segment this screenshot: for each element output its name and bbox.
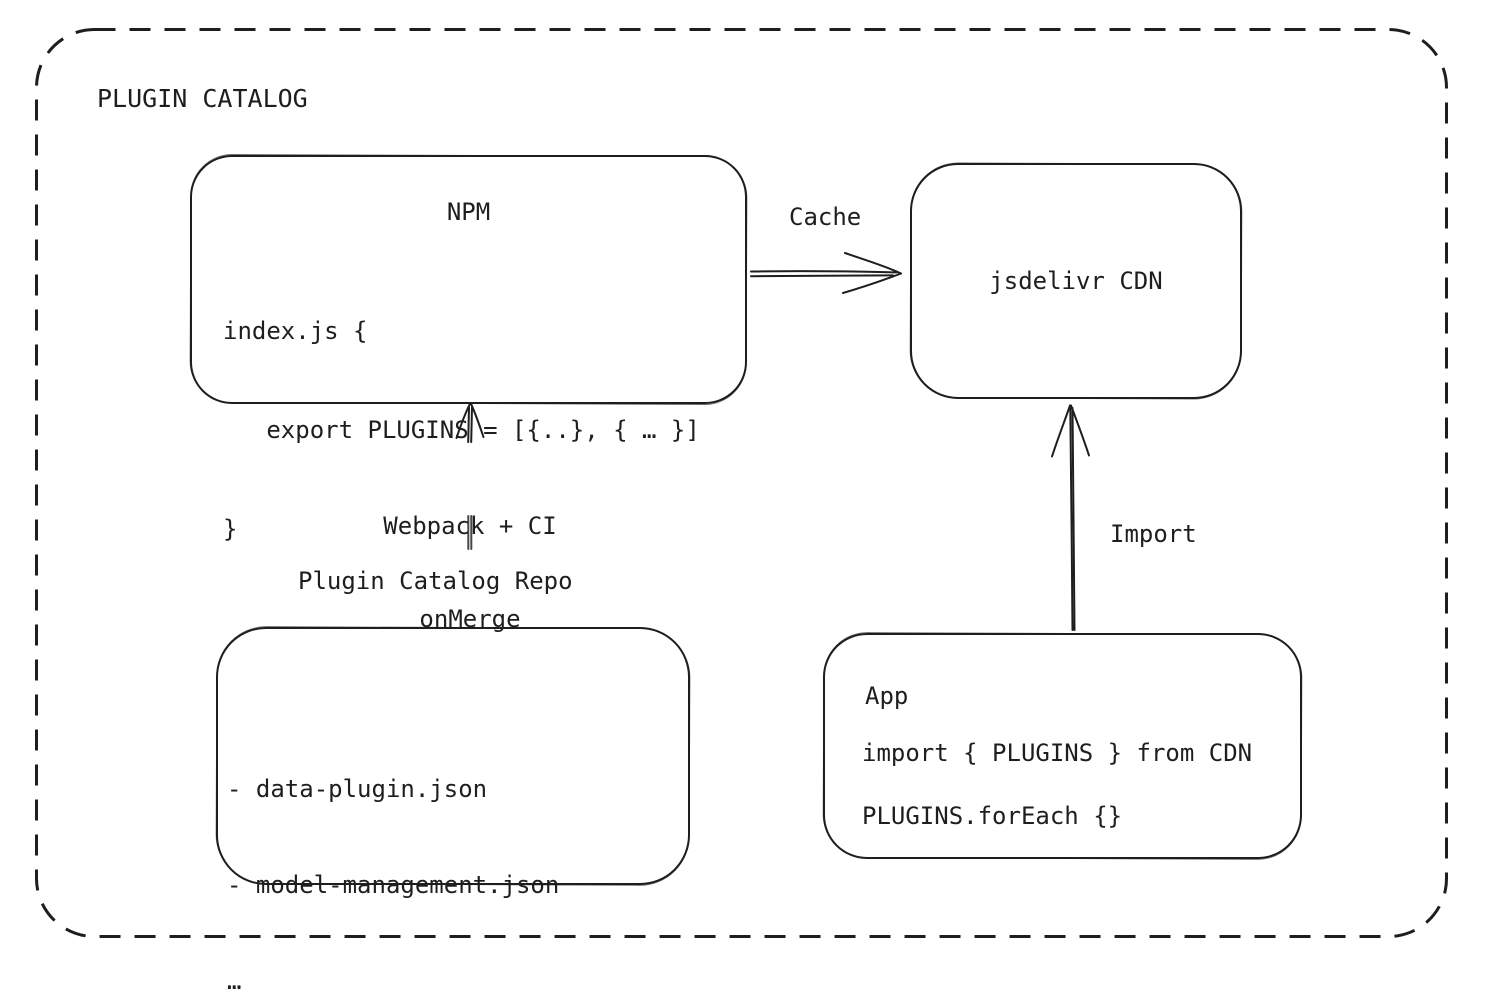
app-node-title: App (865, 682, 909, 710)
catalog-title: PLUGIN CATALOG (97, 84, 308, 113)
build-connector-line (467, 515, 473, 550)
build-arrow (455, 402, 485, 443)
app-code-line: import { PLUGINS } from CDN (862, 739, 1253, 767)
build-edge-label-line1: Webpack + CI (383, 512, 557, 540)
npm-code-block: index.js { export PLUGINS = [{..}, { … }… (223, 249, 700, 612)
npm-node: NPM index.js { export PLUGINS = [{..}, {… (190, 155, 747, 543)
repo-file-item: … (227, 967, 242, 995)
repo-node: - data-plugin.json - model-management.js… (216, 627, 690, 995)
npm-node-title: NPM (446, 198, 491, 226)
npm-code-line: export PLUGINS = [{..}, { … }] (223, 416, 700, 444)
app-code-line: PLUGINS.forEach {} (862, 802, 1123, 830)
repo-file-list: - data-plugin.json - model-management.js… (227, 709, 559, 1002)
cache-edge-label: Cache (789, 203, 862, 231)
repo-file-item: - data-plugin.json (227, 775, 488, 803)
npm-code-line: } (223, 515, 238, 543)
repo-node-label: Plugin Catalog Repo (298, 567, 573, 595)
import-arrow (1051, 404, 1090, 631)
app-node: App import { PLUGINS } from CDN PLUGINS.… (823, 633, 1302, 859)
import-edge-label: Import (1110, 520, 1197, 548)
npm-code-line: index.js { (223, 317, 368, 345)
repo-file-item: - model-management.json (227, 871, 560, 899)
cdn-node: jsdelivr CDN (910, 163, 1242, 399)
plugin-catalog-boundary (35, 28, 1448, 938)
cdn-node-label: jsdelivr CDN (989, 267, 1163, 295)
cache-arrow (750, 252, 902, 294)
